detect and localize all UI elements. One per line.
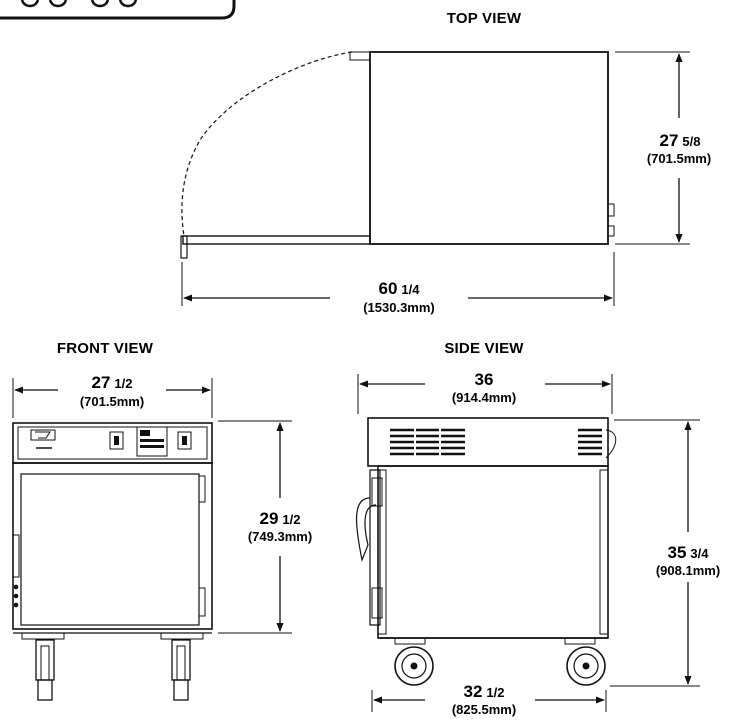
top-width-fraction: 1/4 [401, 282, 420, 297]
top-view-title: TOP VIEW [447, 10, 522, 27]
side-height-whole: 35 [668, 543, 687, 562]
front-height-fraction: 1/2 [282, 512, 300, 527]
svg-text:353/4: 353/4 [668, 543, 710, 562]
svg-text:321/2: 321/2 [464, 682, 505, 701]
svg-text:601/4: 601/4 [379, 279, 421, 298]
side-top-dimension: 36 (914.4mm) [357, 370, 613, 414]
top-depth-whole: 27 [660, 131, 679, 150]
side-bottom-fraction: 1/2 [486, 685, 504, 700]
front-height-whole: 29 [260, 509, 279, 528]
side-height-fraction: 3/4 [690, 546, 709, 561]
top-depth-fraction: 5/8 [682, 134, 700, 149]
side-view-cabinet [355, 417, 617, 686]
top-view-cabinet [180, 51, 615, 259]
svg-text:291/2: 291/2 [260, 509, 301, 528]
header-logo-box [0, 0, 236, 20]
side-bottom-metric: (825.5mm) [452, 702, 516, 717]
front-view-title: FRONT VIEW [57, 340, 154, 357]
front-height-metric: (749.3mm) [248, 529, 312, 544]
front-width-fraction: 1/2 [114, 376, 132, 391]
front-width-metric: (701.5mm) [80, 394, 144, 409]
top-depth-metric: (701.5mm) [647, 151, 711, 166]
side-view-title: SIDE VIEW [444, 340, 524, 357]
side-bottom-whole: 32 [464, 682, 483, 701]
side-top-metric: (914.4mm) [452, 390, 516, 405]
front-view-cabinet [12, 422, 213, 701]
front-width-whole: 27 [92, 373, 111, 392]
svg-text:271/2: 271/2 [92, 373, 133, 392]
top-width-metric: (1530.3mm) [363, 300, 435, 315]
top-width-whole: 60 [379, 279, 398, 298]
side-top-whole: 36 [475, 370, 494, 389]
side-height-metric: (908.1mm) [656, 563, 720, 578]
svg-text:275/8: 275/8 [660, 131, 701, 150]
